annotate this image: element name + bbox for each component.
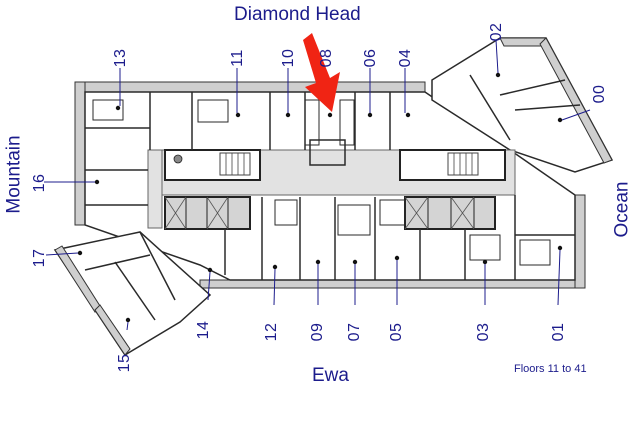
direction-top-label: Diamond Head — [234, 4, 361, 25]
unit-label-08: 08 — [318, 48, 335, 68]
floors-note: Floors 11 to 41 — [514, 363, 587, 375]
leader-lines — [44, 39, 591, 331]
room-markers — [77, 72, 563, 323]
unit-label-16: 16 — [31, 173, 48, 193]
unit-label-04: 04 — [397, 48, 414, 68]
unit-label-12: 11 — [229, 49, 246, 67]
unit-label-17: 17 — [31, 248, 48, 268]
unit-label-06: 06 — [362, 48, 379, 68]
unit-label-02: 02 — [488, 22, 505, 42]
unit-label-07: 07 — [346, 322, 363, 342]
unit-label-09: 09 — [309, 322, 326, 342]
unit-label-03: 03 — [475, 322, 492, 342]
unit-label-14: 13 — [112, 48, 129, 68]
highlight-arrow — [303, 33, 340, 112]
building-outline — [53, 37, 614, 357]
direction-right-label: Ocean — [611, 181, 633, 238]
unit-label-11: 12 — [263, 322, 280, 342]
unit-label-13: 14 — [195, 320, 212, 340]
unit-label-15: 15 — [116, 353, 133, 373]
unit-label-10: 10 — [280, 48, 297, 68]
unit-label-00: 00 — [591, 84, 608, 104]
unit-label-01: 01 — [550, 322, 567, 342]
direction-left-label: Mountain — [3, 135, 25, 214]
unit-walls — [84, 74, 581, 321]
elevator-cores — [164, 149, 506, 230]
direction-bottom-label: Ewa — [312, 365, 349, 386]
unit-label-05: 05 — [388, 322, 405, 342]
